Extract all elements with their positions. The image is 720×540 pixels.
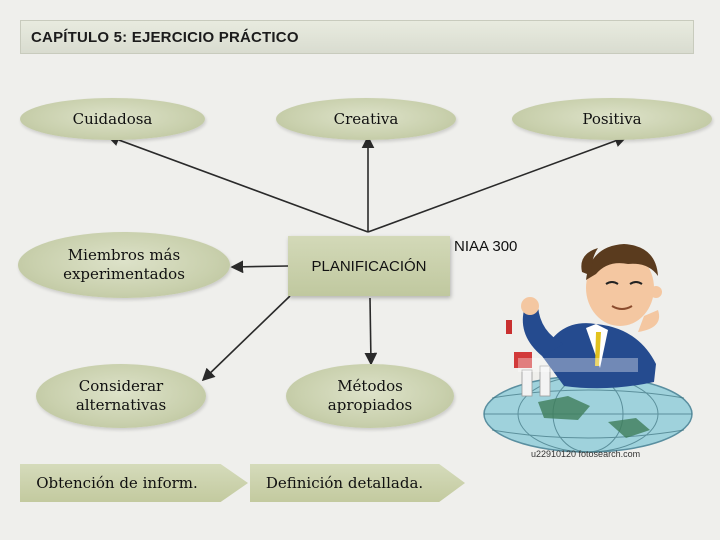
node-creativa-label: Creativa (333, 109, 399, 128)
illustration-businessman-globe-icon (483, 244, 693, 453)
node-definicion: Definición detallada. (250, 464, 465, 502)
node-positiva-label: Positiva (582, 109, 642, 128)
node-considerar-label: Considerar alternativas (75, 377, 167, 414)
node-cuidadosa-label: Cuidadosa (72, 109, 153, 128)
node-miembros-label: Miembros más experimentados (63, 246, 185, 283)
node-cuidadosa: Cuidadosa (20, 98, 205, 140)
niaa-label: NIAA 300 (454, 238, 518, 255)
arrow-to-considerar (201, 295, 291, 382)
node-obtencion-label: Obtención de inform. (36, 474, 198, 492)
node-considerar: Considerar alternativas (36, 364, 206, 428)
node-planificacion: PLANIFICACIÓN (288, 236, 450, 296)
node-metodos: Métodos apropiados (286, 364, 454, 428)
page-title: CAPÍTULO 5: EJERCICIO PRÁCTICO (20, 20, 694, 54)
node-planificacion-label: PLANIFICACIÓN (311, 257, 427, 275)
watermark-text: u22910120 fotosearch.com (531, 449, 641, 459)
node-metodos-label: Métodos apropiados (327, 377, 413, 414)
node-creativa: Creativa (276, 98, 456, 140)
arrow-to-miembros (230, 260, 289, 274)
arrow-to-positiva (367, 134, 628, 233)
node-definicion-label: Definición detallada. (265, 474, 424, 492)
arrow-to-metodos (364, 297, 378, 366)
node-positiva: Positiva (512, 98, 712, 140)
node-miembros: Miembros más experimentados (18, 232, 230, 298)
arrow-to-cuidadosa (106, 133, 369, 233)
node-obtencion: Obtención de inform. (20, 464, 248, 502)
